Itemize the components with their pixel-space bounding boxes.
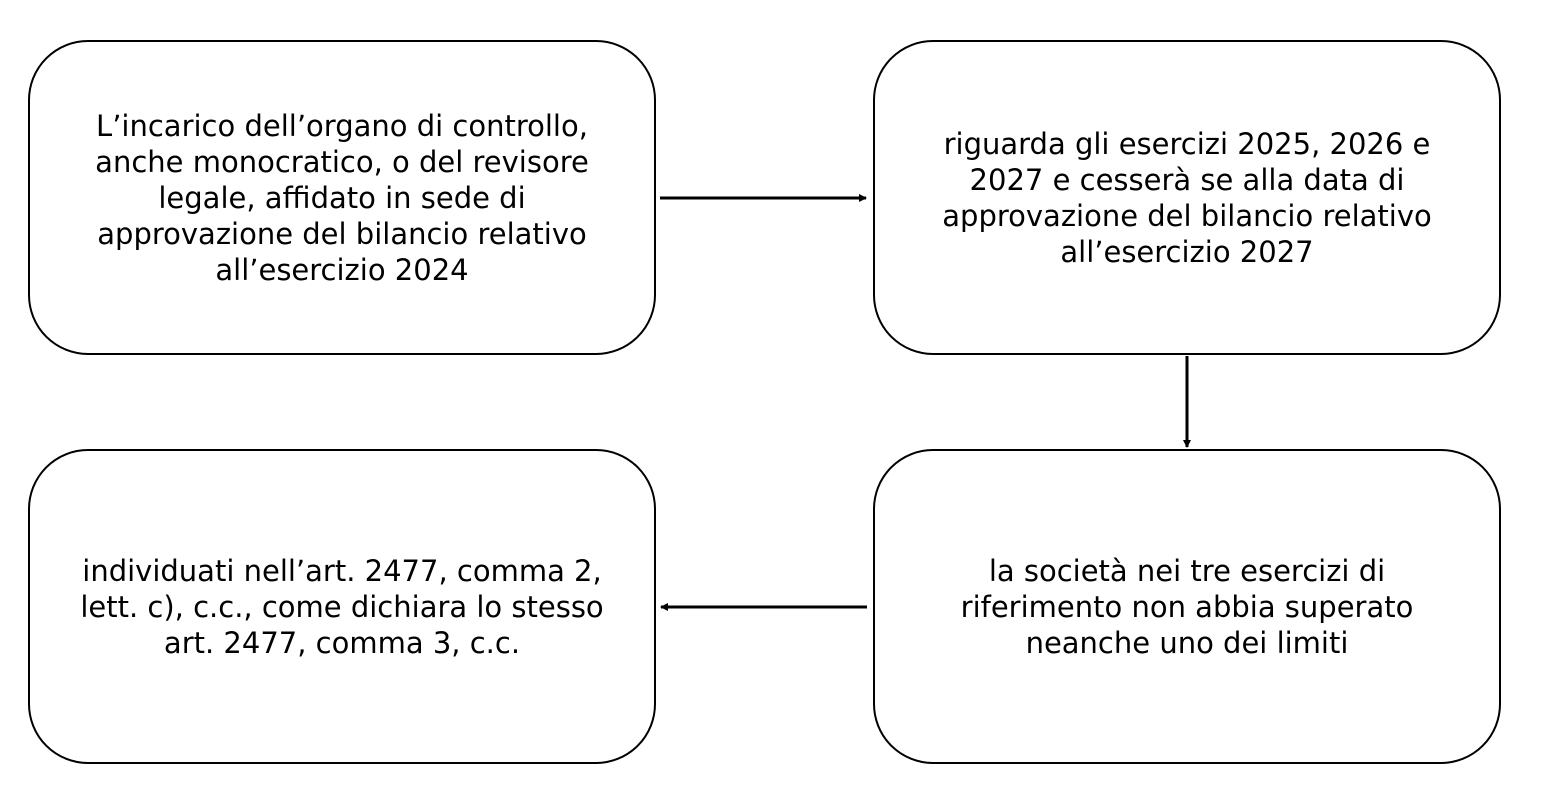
flow-box-text: riguarda gli esercizi 2025, 2026 e 2027 … — [942, 126, 1432, 269]
flow-box-esercizi: riguarda gli esercizi 2025, 2026 e 2027 … — [873, 40, 1501, 355]
flow-box-articolo: individuati nell’art. 2477, comma 2, let… — [28, 449, 656, 764]
flow-box-incarico: L’incarico dell’organo di controllo, anc… — [28, 40, 656, 355]
flow-box-text: individuati nell’art. 2477, comma 2, let… — [80, 553, 604, 660]
flow-box-limiti: la società nei tre esercizi di riferimen… — [873, 449, 1501, 764]
flow-box-text: la società nei tre esercizi di riferimen… — [960, 553, 1414, 660]
flow-box-text: L’incarico dell’organo di controllo, anc… — [95, 108, 589, 287]
